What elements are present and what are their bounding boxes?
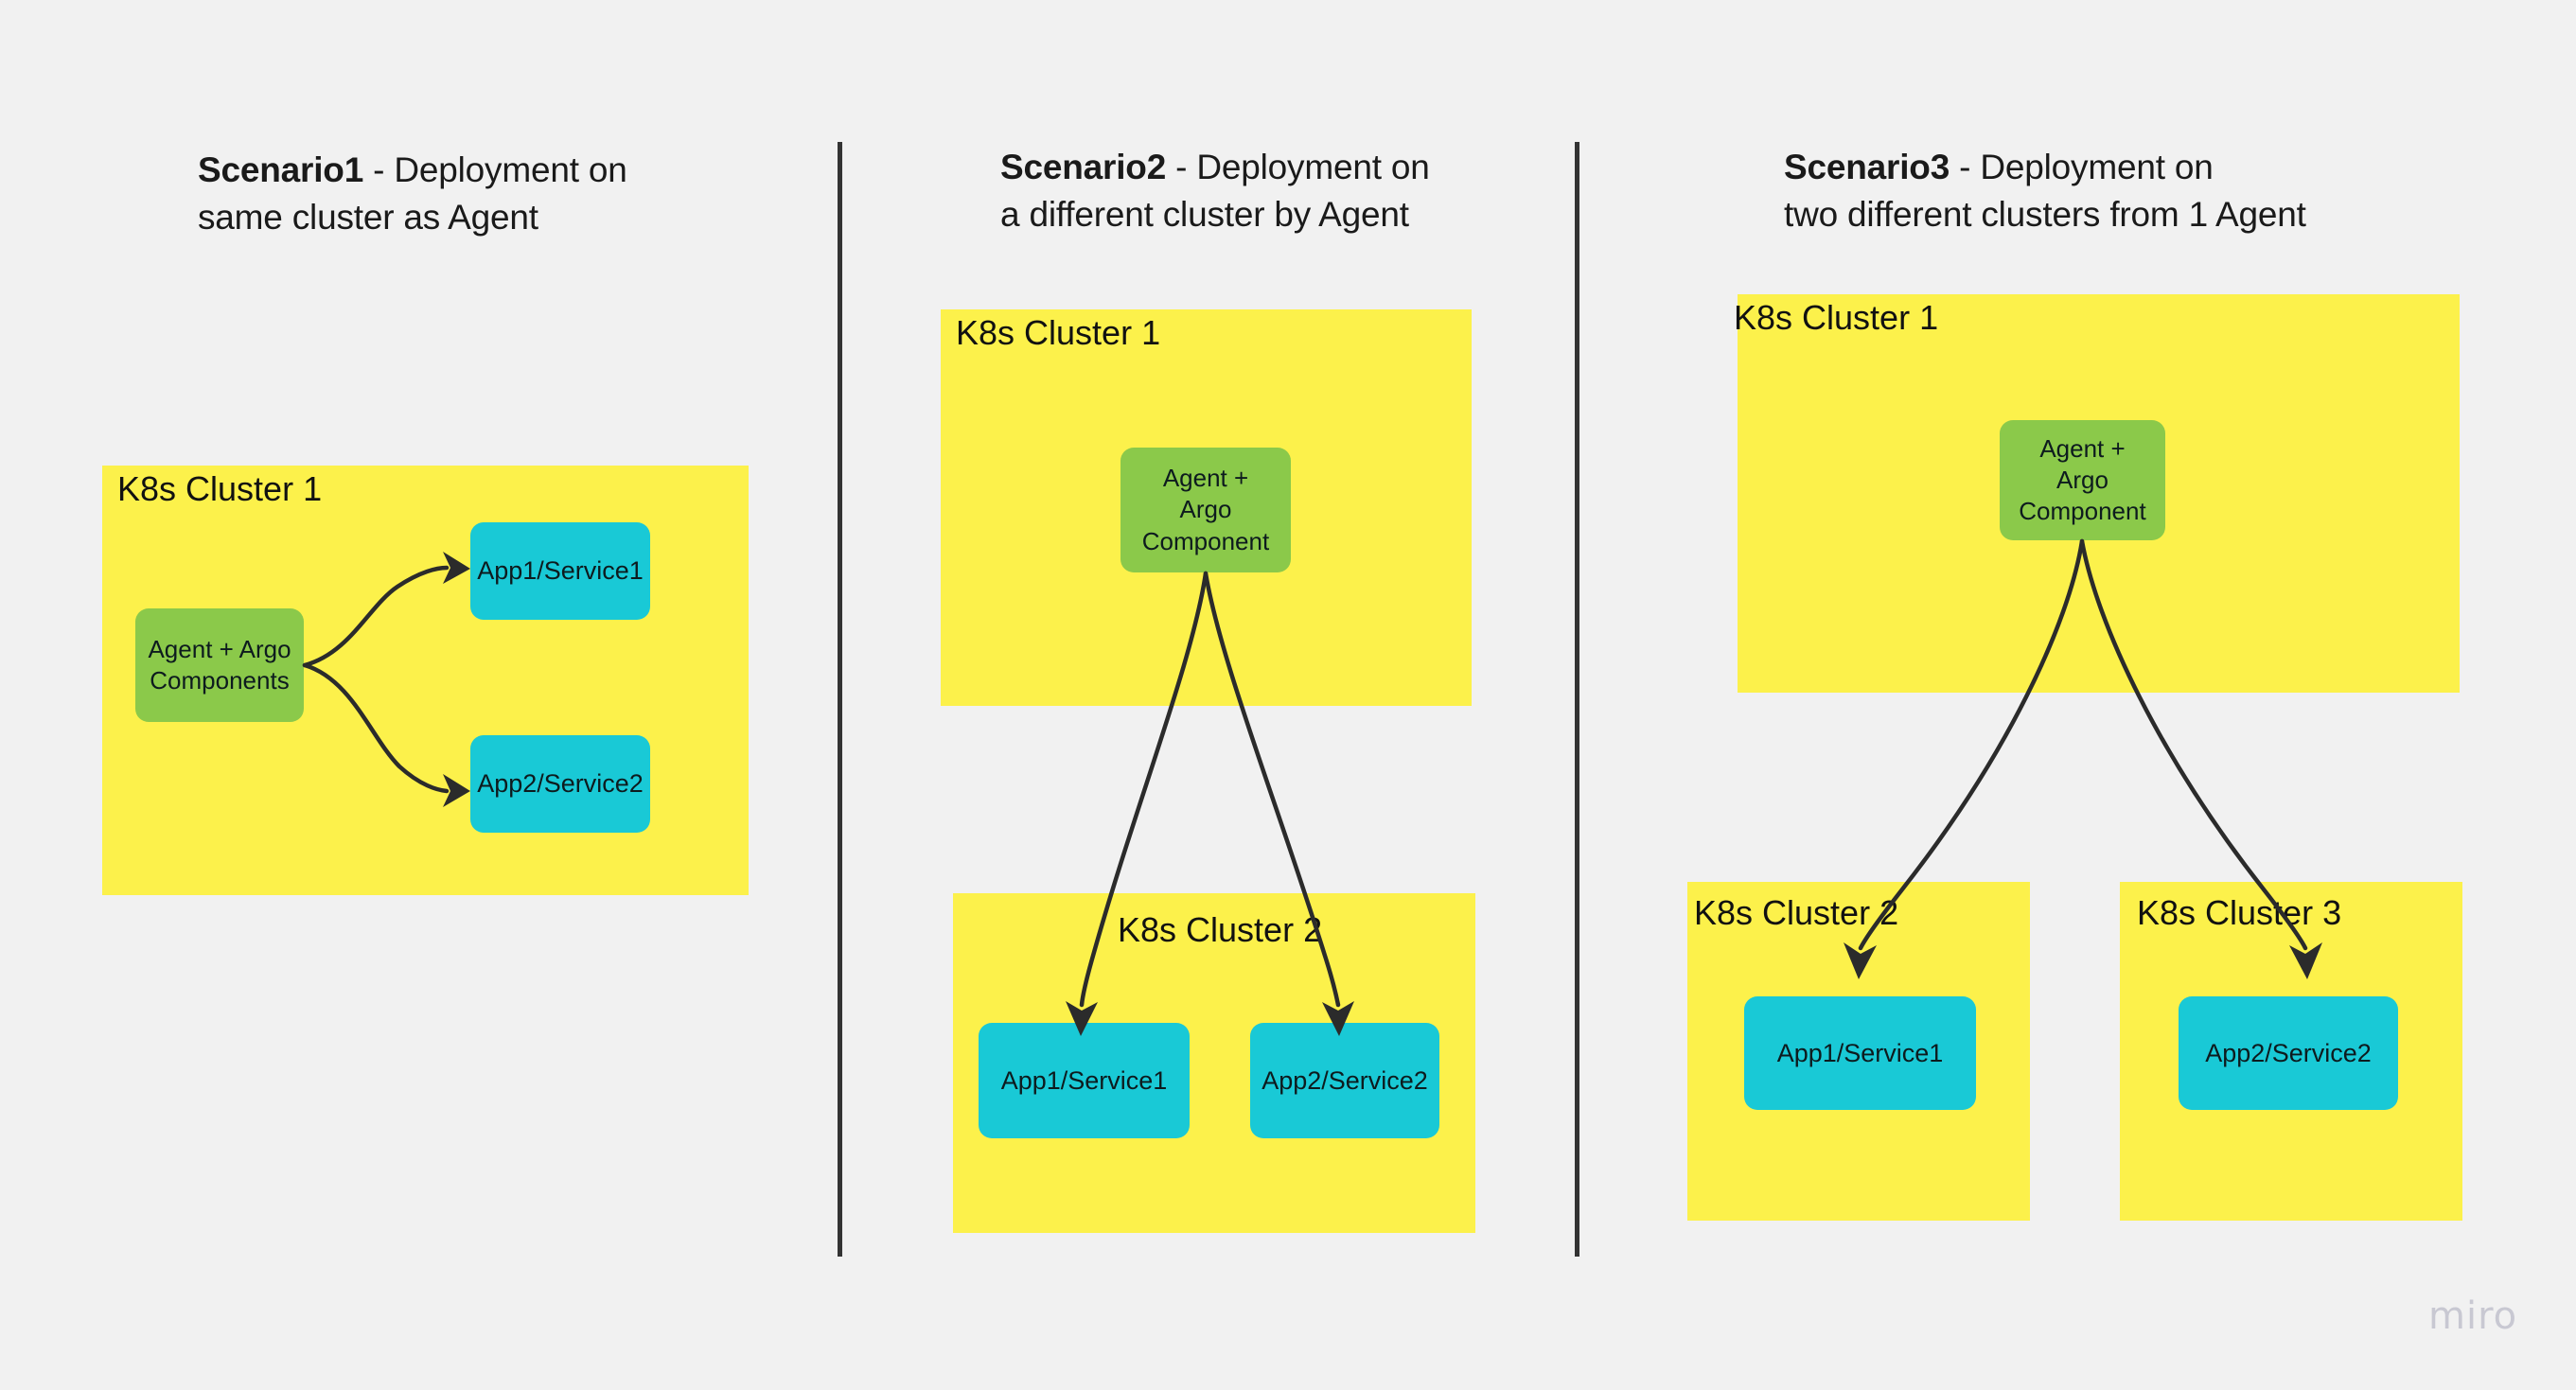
scenario3-title-rest: - Deployment on two different clusters f…: [1784, 148, 2306, 234]
scenario3-title-strong: Scenario3: [1784, 148, 1950, 186]
divider-scenario1-scenario2: [838, 142, 842, 1257]
node-s3-app1[interactable]: App1/Service1: [1744, 996, 1976, 1110]
cluster-label-s3-cluster1: K8s Cluster 1: [1734, 298, 1939, 337]
scenario3-title: Scenario3 - Deployment on two different …: [1784, 144, 2390, 238]
node-s3-agent[interactable]: Agent + Argo Component: [2000, 420, 2165, 540]
node-s1-app2[interactable]: App2/Service2: [470, 735, 650, 833]
node-s2-app2[interactable]: App2/Service2: [1250, 1023, 1439, 1138]
scenario2-title-rest: - Deployment on a different cluster by A…: [1000, 148, 1430, 234]
cluster-label-s3-cluster3: K8s Cluster 3: [2137, 893, 2342, 932]
node-s1-app1[interactable]: App1/Service1: [470, 522, 650, 620]
scenario2-title-strong: Scenario2: [1000, 148, 1167, 186]
scenario1-title: Scenario1 - Deployment on same cluster a…: [198, 147, 728, 241]
node-s2-agent[interactable]: Agent + Argo Component: [1120, 448, 1291, 572]
cluster-label-s2-cluster1: K8s Cluster 1: [956, 313, 1161, 352]
cluster-label-s1-cluster1: K8s Cluster 1: [117, 469, 323, 508]
node-s2-app1[interactable]: App1/Service1: [979, 1023, 1190, 1138]
divider-scenario2-scenario3: [1575, 142, 1579, 1257]
scenario1-title-rest: - Deployment on same cluster as Agent: [198, 150, 627, 237]
scenario2-title: Scenario2 - Deployment on a different cl…: [1000, 144, 1530, 238]
scenario1-title-strong: Scenario1: [198, 150, 364, 189]
node-s1-agent[interactable]: Agent + Argo Components: [135, 608, 304, 722]
miro-watermark: miro: [2428, 1294, 2518, 1338]
cluster-label-s2-cluster2: K8s Cluster 2: [1118, 910, 1323, 949]
cluster-label-s3-cluster2: K8s Cluster 2: [1694, 893, 1899, 932]
node-s3-app2[interactable]: App2/Service2: [2179, 996, 2398, 1110]
